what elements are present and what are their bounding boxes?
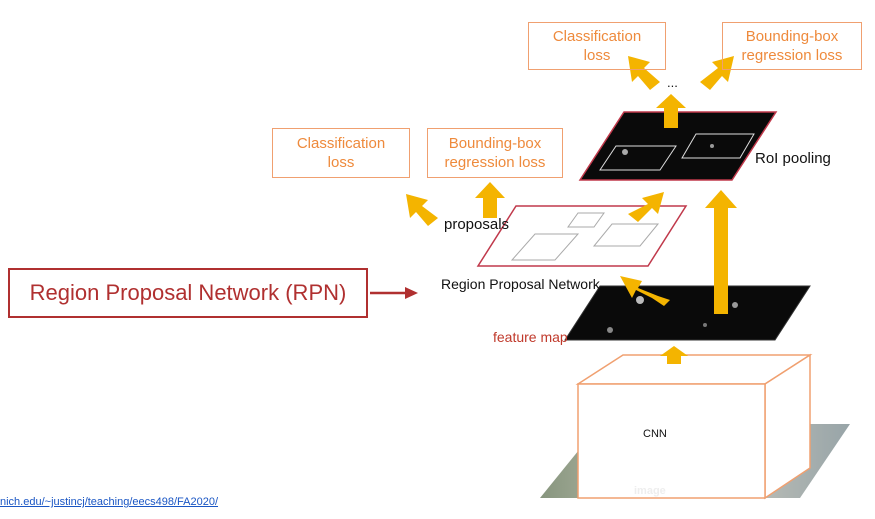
arrow-roi-up: [656, 94, 686, 128]
mid-classification-loss-text: Classification loss: [296, 135, 386, 171]
feature-map: [564, 285, 811, 341]
rpn-label: Region Proposal Network: [441, 276, 600, 292]
cnn-label: CNN: [643, 428, 667, 440]
proposals-label: proposals: [444, 216, 510, 233]
arrow-roi-to-top-cls: [628, 56, 660, 90]
roi-pooling-label: RoI pooling: [755, 150, 831, 167]
arrow-proposals-to-cls: [406, 194, 438, 226]
roi-map: [578, 111, 778, 181]
arrow-cnn-to-feature: [660, 346, 688, 364]
proposals-plane: [476, 205, 688, 267]
image-label: image: [634, 485, 666, 497]
rpn-callout-arrow: [370, 287, 418, 299]
rpn-callout: Region Proposal Network (RPN): [8, 268, 368, 318]
mid-bbox-loss: Bounding-box regression loss: [427, 128, 563, 178]
arrows: [406, 56, 737, 364]
cnn-block: [575, 353, 813, 500]
arrow-feature-to-roi: [705, 190, 737, 314]
top-bbox-loss: Bounding-box regression loss: [722, 22, 862, 70]
arrow-proposals-to-bbox: [475, 182, 505, 218]
rpn-callout-text: Region Proposal Network (RPN): [29, 280, 347, 305]
mid-classification-loss: Classification loss: [272, 128, 410, 178]
feature-map-label: feature map: [493, 329, 568, 345]
top-bbox-loss-text: Bounding-box regression loss: [741, 28, 843, 64]
mid-bbox-loss-text: Bounding-box regression loss: [444, 135, 546, 171]
top-classification-loss-text: Classification loss: [552, 28, 642, 64]
arrow-proposals-to-roi: [628, 192, 664, 222]
ellipsis-label: ...: [667, 75, 678, 90]
source-link[interactable]: nich.edu/~justincj/teaching/eecs498/FA20…: [0, 496, 219, 508]
top-classification-loss: Classification loss: [528, 22, 666, 70]
arrow-roi-to-top-bbox: [700, 56, 734, 90]
arrow-feature-to-rpn: [620, 276, 670, 306]
